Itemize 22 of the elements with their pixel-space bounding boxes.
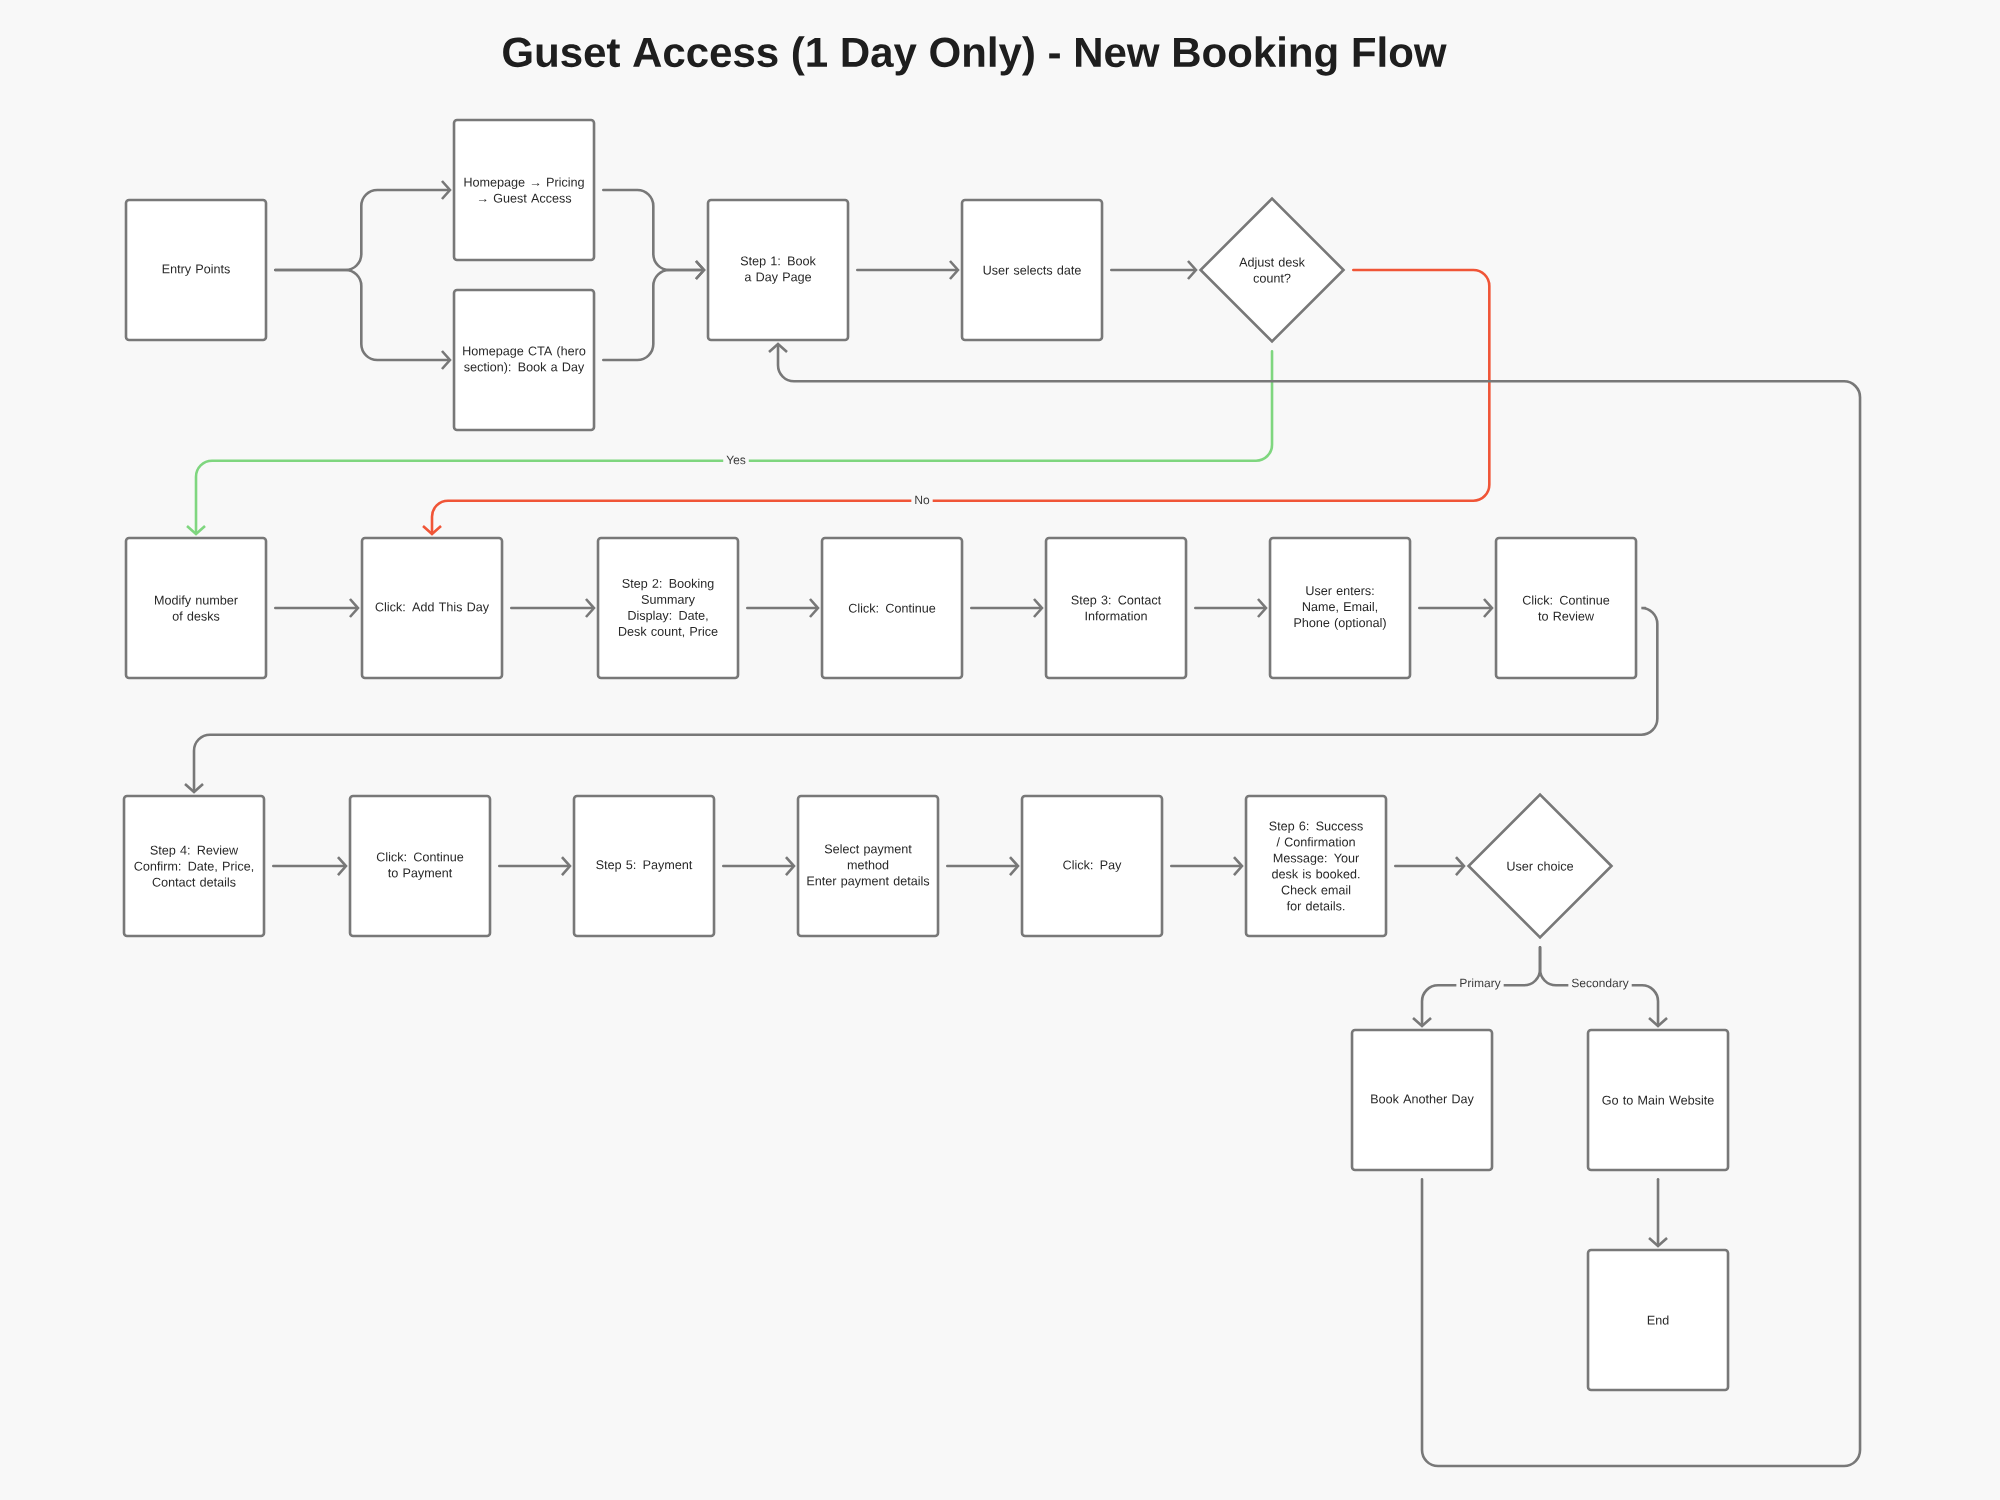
arrow (1418, 598, 1494, 618)
arrow (274, 268, 452, 370)
arrow (970, 598, 1044, 618)
arrow (856, 260, 960, 280)
arrow (768, 342, 1862, 1468)
arrow (1648, 1178, 1668, 1248)
arrow (186, 350, 1274, 536)
arrow (274, 598, 360, 618)
title: Guset Access (1 Day Only) - New Booking Flow (503, 36, 1447, 76)
arrow (1110, 260, 1198, 280)
arrow (272, 856, 348, 876)
arrow (1194, 598, 1268, 618)
arrow (946, 856, 1020, 876)
arrow (746, 598, 820, 618)
arrow (184, 606, 1659, 794)
arrow (422, 268, 1491, 536)
arrow (1394, 856, 1466, 876)
arrow (498, 856, 572, 876)
arrow (510, 598, 596, 618)
arrow (722, 856, 796, 876)
arrow (602, 260, 706, 362)
arrow (1170, 856, 1244, 876)
